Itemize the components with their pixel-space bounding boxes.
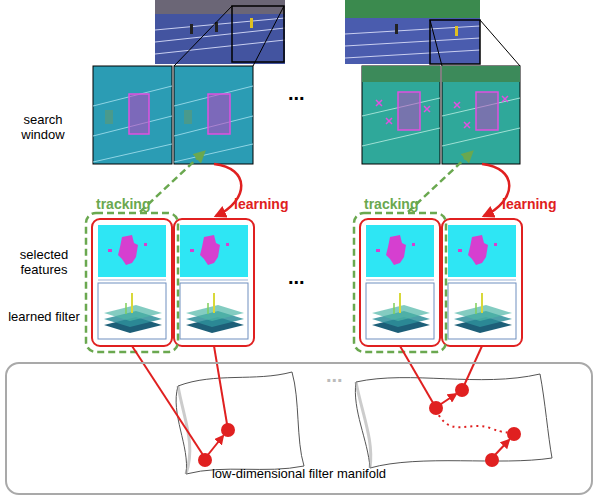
filter-panel [174,219,254,346]
filter-point [221,423,235,437]
window-frame [442,66,520,164]
zoom-line [430,20,442,66]
runner [184,110,192,124]
annotation-label: learned filter [8,309,80,324]
runner [395,24,398,34]
window-frame [174,66,253,164]
update-arrow [207,436,223,456]
projection-line [214,346,228,430]
infield [442,66,520,82]
runner [105,110,113,124]
update-arrow [494,440,509,456]
zoom-box [232,6,284,62]
tracking-bracket [86,213,178,352]
manifold-sheet [355,374,552,468]
annotation-label: tracking [96,197,166,212]
lane-line [155,28,285,42]
manifold-sheet [176,372,304,474]
lane-line [174,144,253,162]
lane-line [345,50,480,58]
search-window-image [93,66,172,164]
annotation-label: ... [288,270,318,285]
filter-panel [92,219,172,346]
filter-point [429,401,443,415]
filter-panel [442,219,522,346]
sheet-shade [356,382,371,468]
infield [362,66,440,82]
annotation-label: search window [12,112,74,142]
lane-line [345,26,480,34]
annotation-label: ... [288,86,318,101]
search-window-image [362,66,440,164]
infield [345,0,480,18]
annotation-label: learning [502,197,572,212]
runner [190,24,193,34]
lane-line [155,18,285,30]
runner [250,18,253,28]
projection-line [462,346,482,390]
filter-point [455,383,469,397]
zoom-line [174,6,232,66]
feature-marks [454,96,508,128]
stands [155,0,285,14]
zoom-line [480,20,520,66]
zoom-box [430,20,480,64]
projection-line [400,346,436,408]
zoom-line [253,6,284,66]
target-box [476,92,498,130]
trajectory-path [436,410,514,434]
video-frame [345,0,480,64]
target-box [208,94,230,134]
filter-point [198,453,212,467]
filter-point [507,427,521,441]
feature-marks [376,100,430,124]
target-box [129,94,149,134]
filter-point [485,453,499,467]
runner [455,26,458,36]
annotation-label: selected features [8,247,80,277]
sheet-shade [178,386,190,474]
search-window-image [442,66,520,164]
tracking-bracket [354,213,446,352]
target-box [398,92,420,130]
window-frame [362,66,440,164]
window-frame [93,66,172,164]
search-window-image [174,66,253,164]
lane-line [345,38,480,46]
lane-line [93,144,172,162]
video-frame [155,0,285,64]
filter-panel [360,219,440,346]
manifold-panel: low-dimensional filter manifold [5,362,593,495]
annotation-label: tracking [364,197,434,212]
annotation-label: learning [234,197,304,212]
annotation-label: ... [326,368,356,383]
node-label: low-dimensional filter manifold [7,466,591,481]
